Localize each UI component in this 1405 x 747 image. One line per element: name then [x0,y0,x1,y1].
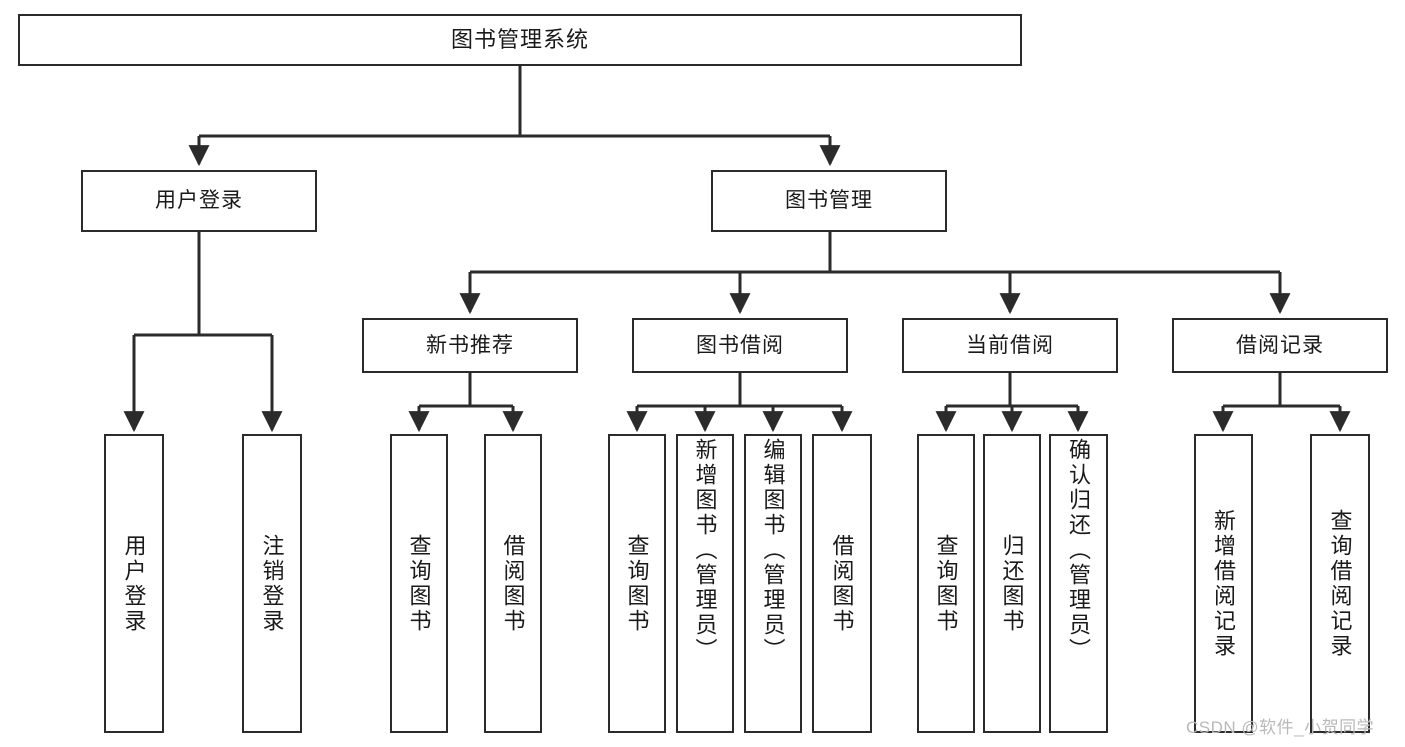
node-leaf-query-book-1[interactable]: 查询图书 [390,434,448,733]
node-user-login[interactable]: 用户登录 [81,170,317,232]
node-leaf-add-book[interactable]: 新增图书（管理员） [676,434,734,733]
node-leaf-edit-book[interactable]: 编辑图书（管理员） [744,434,802,733]
node-leaf-borrow-book-1[interactable]: 借阅图书 [484,434,542,733]
node-label: 新增图书（管理员） [692,438,718,663]
node-leaf-confirm-return[interactable]: 确认归还（管理员） [1049,434,1108,733]
watermark: CSDN @软件_小贺同学 [1186,718,1375,737]
node-new-book-recommend[interactable]: 新书推荐 [362,318,578,373]
node-label: 用户登录 [121,533,147,634]
node-label: 查询借阅记录 [1327,508,1353,659]
node-label: 当前借阅 [966,333,1054,357]
node-current-borrow[interactable]: 当前借阅 [902,318,1118,373]
node-book-management[interactable]: 图书管理 [711,170,947,232]
node-label: 图书借阅 [696,333,784,357]
node-label: 借阅记录 [1236,333,1324,357]
node-leaf-user-login[interactable]: 用户登录 [104,434,164,733]
node-label: 新增借阅记录 [1211,508,1237,659]
node-leaf-return-book[interactable]: 归还图书 [983,434,1041,733]
node-label: 图书管理 [785,189,873,213]
node-label: 查询图书 [933,533,959,634]
node-borrow-record[interactable]: 借阅记录 [1172,318,1388,373]
node-leaf-query-book-2[interactable]: 查询图书 [608,434,666,733]
node-label: 确认归还（管理员） [1066,438,1092,663]
node-label: 图书管理系统 [450,26,589,52]
node-label: 查询图书 [624,533,650,634]
node-leaf-query-book-3[interactable]: 查询图书 [917,434,975,733]
node-label: 新书推荐 [426,333,514,357]
node-leaf-query-borrow-record[interactable]: 查询借阅记录 [1310,434,1370,733]
node-leaf-add-borrow-record[interactable]: 新增借阅记录 [1194,434,1253,733]
node-label: 借阅图书 [829,533,855,634]
node-label: 查询图书 [406,533,432,634]
node-root-system[interactable]: 图书管理系统 [18,14,1022,66]
node-label: 用户登录 [155,189,243,213]
node-leaf-logout-login[interactable]: 注销登录 [242,434,302,733]
node-label: 借阅图书 [500,533,526,634]
node-label: 归还图书 [999,533,1025,634]
node-label: 注销登录 [259,533,285,634]
node-label: 编辑图书（管理员） [760,438,786,663]
node-leaf-borrow-book-2[interactable]: 借阅图书 [812,434,872,733]
node-book-borrow[interactable]: 图书借阅 [632,318,848,373]
